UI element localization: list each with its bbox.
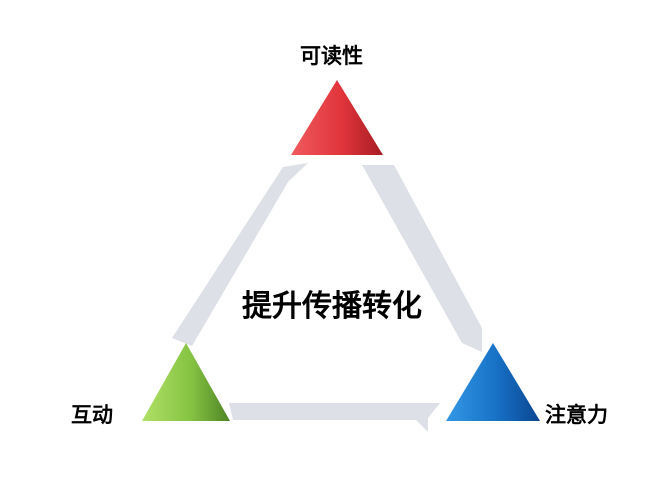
connector-top-to-right (362, 165, 482, 352)
triangle-left-green (142, 343, 230, 421)
connector-bottom (229, 403, 440, 432)
node-label-attention: 注意力 (545, 403, 608, 427)
triangle-top-red (291, 80, 383, 155)
connector-left-to-top (172, 163, 308, 346)
triangle-right-blue (446, 343, 540, 421)
node-label-interaction: 互动 (71, 403, 113, 427)
center-title: 提升传播转化 (242, 289, 422, 324)
node-label-readability: 可读性 (300, 44, 363, 68)
